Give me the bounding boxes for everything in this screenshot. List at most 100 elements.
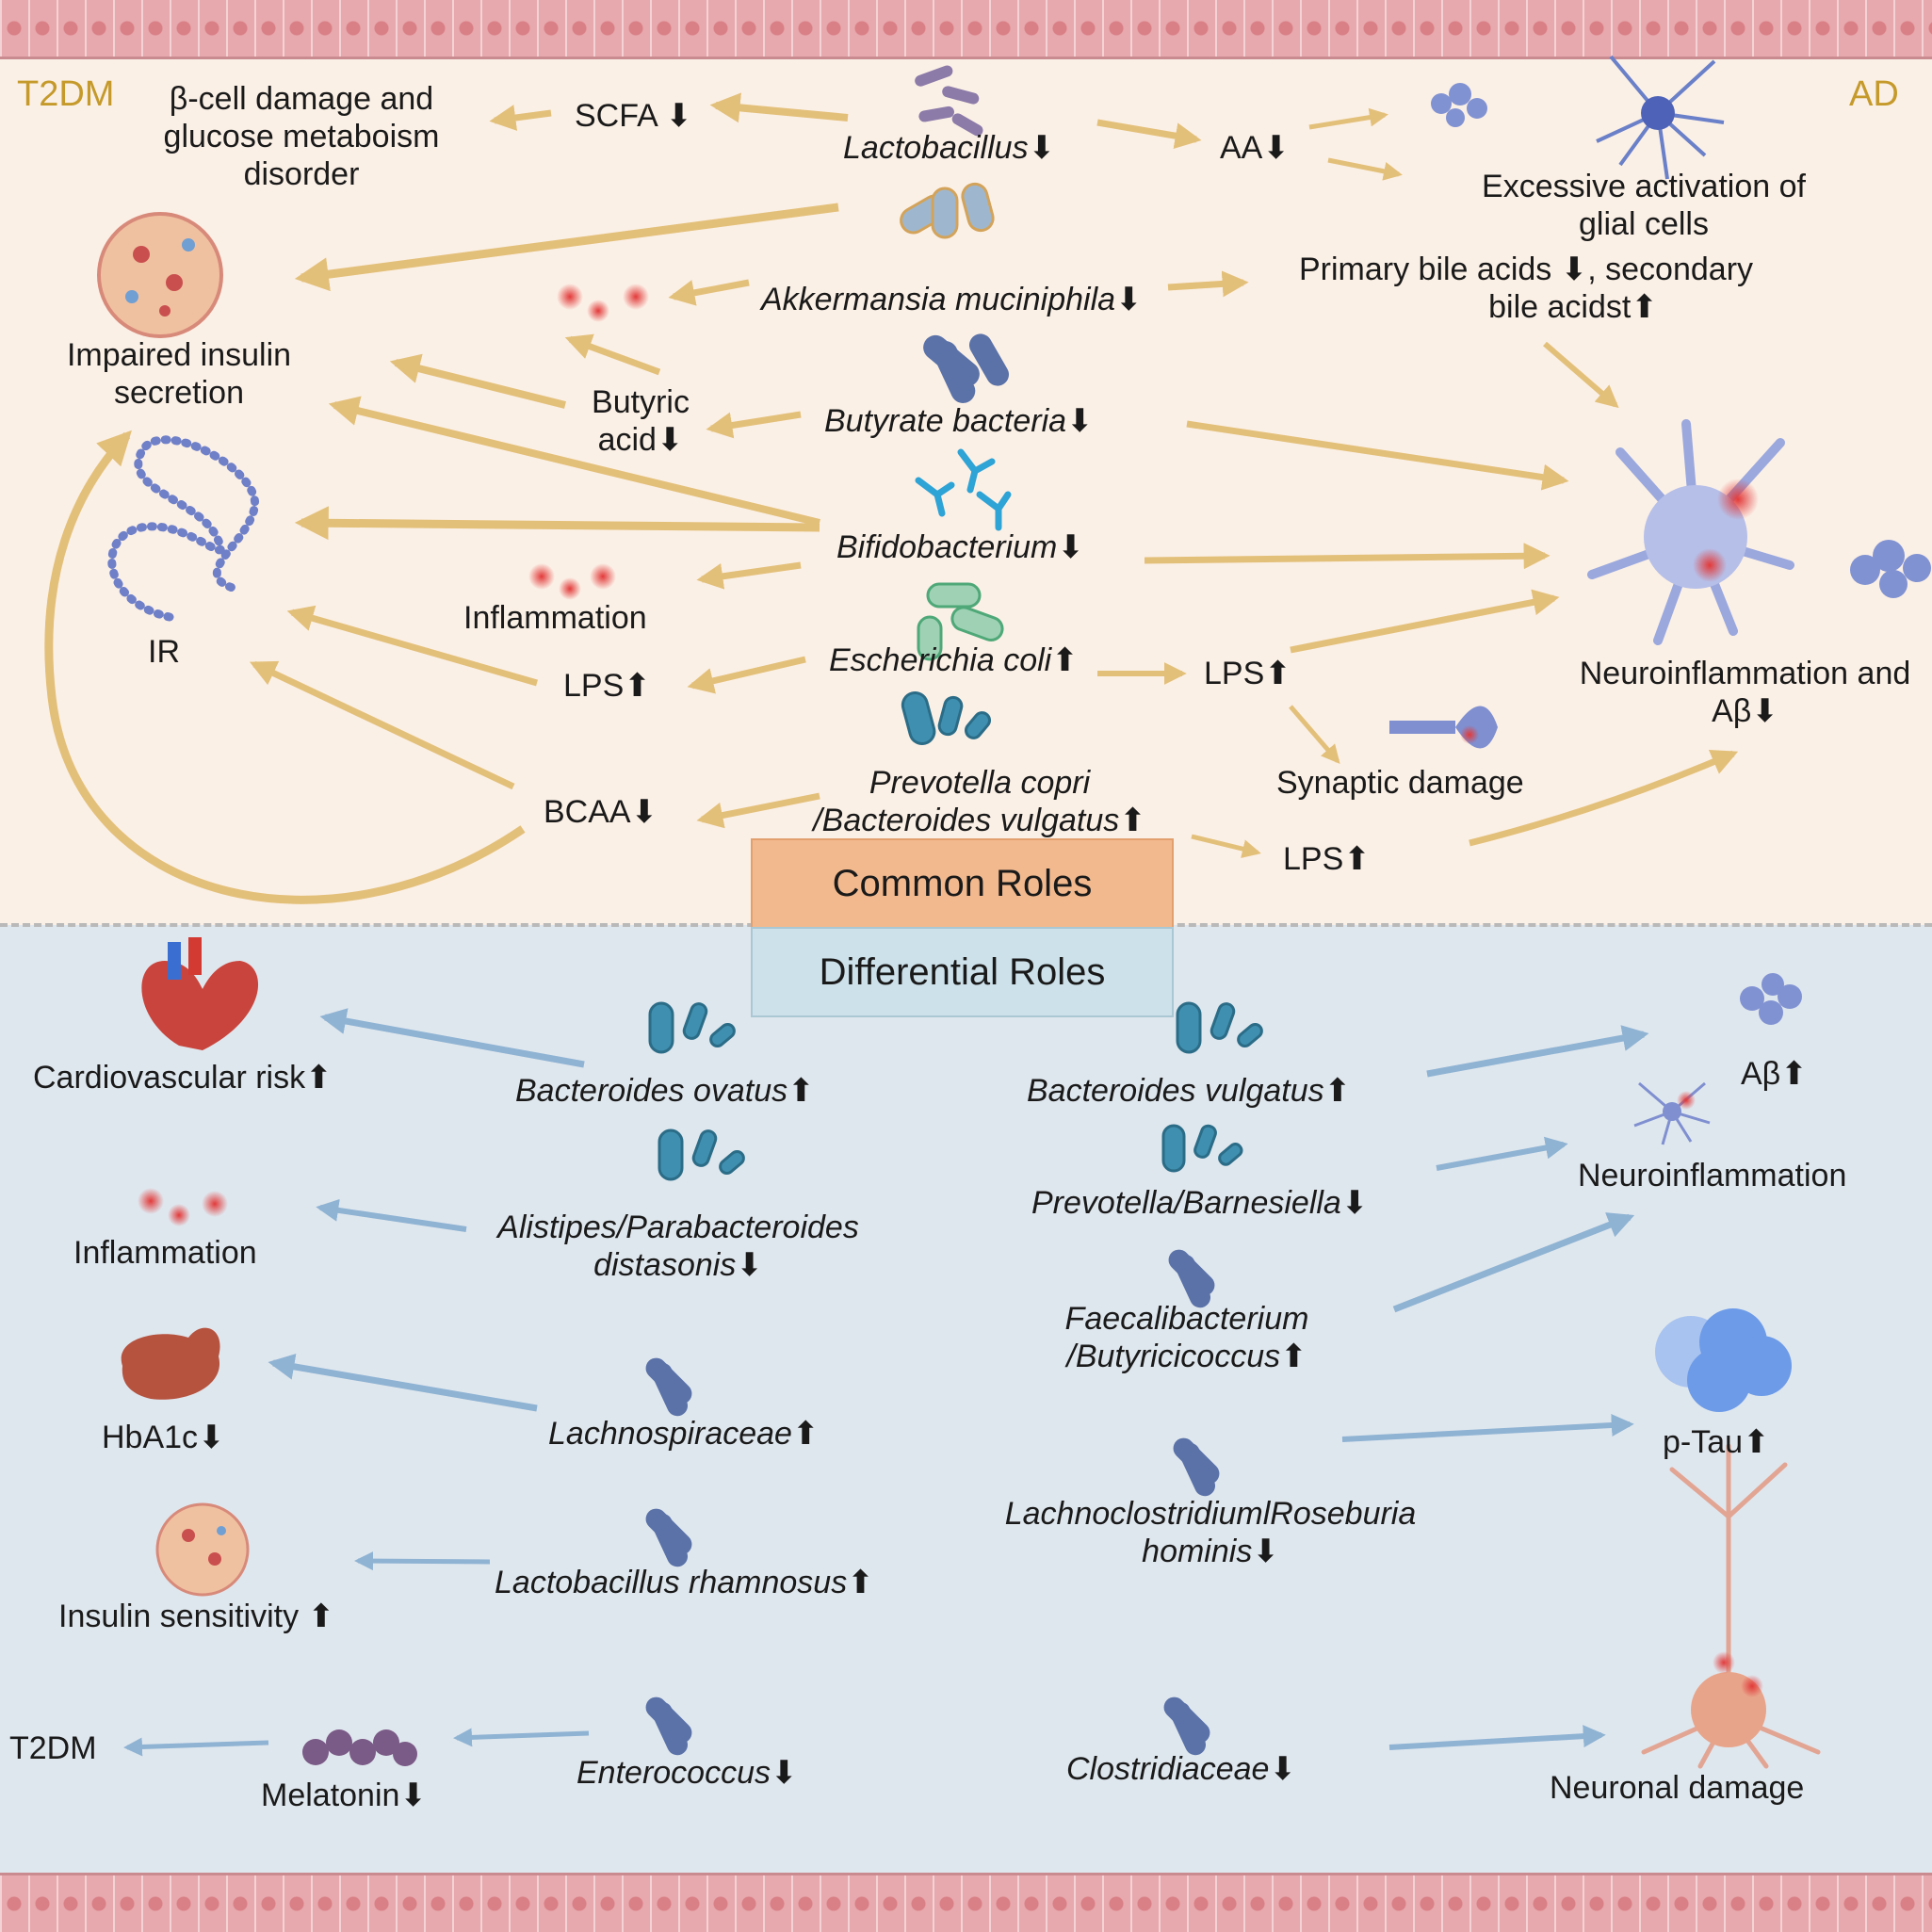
- ir-label: IR: [148, 634, 180, 670]
- arrow-aa-glial-b: [1327, 157, 1403, 181]
- arrow-prevo-neuro: [1436, 1136, 1568, 1171]
- synaptic-damage-label: Synaptic damage: [1276, 765, 1524, 801]
- arrow-ecoli-inflam: [696, 561, 802, 590]
- bile-acids-label: Primary bile acids ⬇, secondary bile aci…: [1298, 252, 1754, 325]
- arrow-lacto-scfa: [709, 92, 849, 123]
- melatonin-icon: [302, 1729, 417, 1766]
- prevotella-copri-label: Prevotella copri/Bacteroides vulgatus⬆: [813, 765, 1146, 838]
- arrow-faecali-neuro: [1392, 1212, 1635, 1313]
- arrow-ovatus-cardio: [319, 1008, 585, 1068]
- damaged-neuron-icon: [1641, 1443, 1821, 1769]
- insulin-sensitivity-label: Insulin sensitivity ⬆: [58, 1599, 335, 1634]
- arrow-bcaa-loop-insulin: [44, 430, 526, 904]
- arrow-bifido-insulin: [328, 396, 820, 527]
- lps-left-label: LPS⬆: [563, 668, 651, 704]
- prevotella-barnesiella-label: Prevotella/Barnesiella⬇: [1031, 1185, 1369, 1221]
- bifidobacterium-label: Bifidobacterium⬇: [836, 529, 1084, 565]
- liver-icon: [121, 1327, 220, 1400]
- scfa-label: SCFA ⬇: [575, 98, 692, 134]
- protein-chain-icon: [107, 435, 259, 622]
- arrow-lachno-hba1c: [268, 1353, 538, 1412]
- arrow-bifido-ir: [294, 506, 820, 541]
- tau-aggregate-icon: [1655, 1308, 1792, 1412]
- inflammation-diff-label: Inflammation: [73, 1235, 257, 1271]
- inflammation-dots-icon: [138, 284, 649, 1226]
- microglia-icon: [1596, 55, 1725, 180]
- arrow-lps-ir: [286, 605, 538, 687]
- butyrate-bacteria-label: Butyrate bacteria⬇: [824, 403, 1094, 439]
- pancreatic-islet-icon: [97, 212, 250, 1597]
- lachnospiraceae-label: Lachnospiraceae⬆: [548, 1416, 820, 1452]
- arrow-melatonin-t2dm: [123, 1737, 269, 1757]
- prevotella-barnesiella-icon: [1161, 1124, 1243, 1173]
- ecoli-icon: [917, 582, 1004, 661]
- arrow-entero-melatonin: [453, 1728, 590, 1747]
- lactobacillus-rhamnosus-label: Lactobacillus rhamnosus⬆: [495, 1565, 874, 1600]
- bacteroides-ovatus-icon: [648, 1001, 736, 1054]
- bacteroides-vulgatus-icon: [1176, 1001, 1263, 1054]
- arrow-aa-glial-a: [1308, 107, 1388, 130]
- faecalibacterium-label: Faecalibacterium/Butyricicoccus⬆: [1064, 1301, 1309, 1374]
- neuronal-damage-label: Neuronal damage: [1550, 1770, 1805, 1806]
- t2dm-label: T2DM: [9, 1730, 97, 1766]
- inflammation-label: Inflammation: [463, 600, 647, 636]
- differential-roles-panel: [0, 925, 1932, 1932]
- arrow-butyric-inflam: [564, 333, 661, 376]
- lactobacillus-label: Lactobacillus⬇: [843, 130, 1056, 166]
- arrow-butyrate-neuro: [1186, 420, 1569, 491]
- enterococcus-label: Enterococcus⬇: [576, 1755, 798, 1791]
- arrow-bifido-neuro: [1144, 543, 1550, 570]
- bacteroides-vulgatus-label: Bacteroides vulgatus⬆: [1027, 1073, 1352, 1109]
- cardiovascular-risk-label: Cardiovascular risk⬆: [33, 1060, 333, 1096]
- alistipes-icon: [658, 1128, 745, 1181]
- rod-bacteria-icon: [645, 1249, 1220, 1756]
- ecoli-label: Escherichia coli⬆: [829, 642, 1079, 678]
- arrow-akk-bile: [1167, 270, 1249, 298]
- aa-label: AA⬇: [1220, 130, 1290, 166]
- arrow-alistipes-inflam: [316, 1198, 467, 1232]
- arrow-butyric-insulin: [389, 353, 566, 409]
- prevotella-icon: [901, 690, 991, 745]
- bifidobacterium-icon: [915, 448, 1012, 531]
- butyrate-bacteria-icon: [923, 333, 1009, 403]
- arrow-akk-inflam: [668, 279, 750, 306]
- arrow-lps-neuro: [1290, 589, 1560, 654]
- arrow-clostri-neuronal: [1388, 1725, 1606, 1750]
- arrow-lachnoclos-ptau: [1341, 1414, 1634, 1442]
- arrow-bcaa-ir: [249, 660, 515, 790]
- arrow-akk-insulin: [294, 203, 839, 292]
- lactobacillus-icon: [915, 65, 983, 137]
- bacteroides-ovatus-label: Bacteroides ovatus⬆: [515, 1073, 815, 1109]
- ptau-label: p-Tau⬆: [1663, 1424, 1770, 1460]
- hba1c-label: HbA1c⬇: [102, 1420, 225, 1455]
- synapse-icon: [1389, 706, 1498, 749]
- arrow-prevo-lps: [1191, 834, 1261, 858]
- lps-right-label: LPS⬆: [1204, 656, 1291, 691]
- differential-arrows: [123, 1008, 1649, 1757]
- bcaa-label: BCAA⬇: [544, 794, 658, 830]
- intestinal-epithelium-top-icon: [0, 0, 1932, 59]
- ad-corner-label: AD: [1849, 74, 1899, 114]
- arrow-butyrate-butyric: [706, 411, 802, 439]
- arrow-bile-neuro: [1543, 341, 1619, 409]
- small-microglia-icon: [1633, 1081, 1711, 1145]
- arrow-rhamnosus-insulin: [354, 1551, 491, 1571]
- common-arrows: [44, 92, 1739, 904]
- akkermansia-label: Akkermansia muciniphila⬇: [761, 282, 1143, 317]
- neuron-icon: [1587, 419, 1794, 645]
- common-roles-box: Common Roles: [751, 838, 1174, 929]
- neuroinflammation-label: Neuroinflammation: [1578, 1158, 1847, 1193]
- clostridiaceae-label: Clostridiaceae⬇: [1066, 1751, 1296, 1787]
- differential-roles-box: Differential Roles: [751, 927, 1174, 1017]
- intestinal-epithelium-bottom-icon: [0, 1873, 1932, 1932]
- lps-bottom-label: LPS⬆: [1283, 841, 1371, 877]
- arrow-lps-synaptic: [1289, 705, 1340, 765]
